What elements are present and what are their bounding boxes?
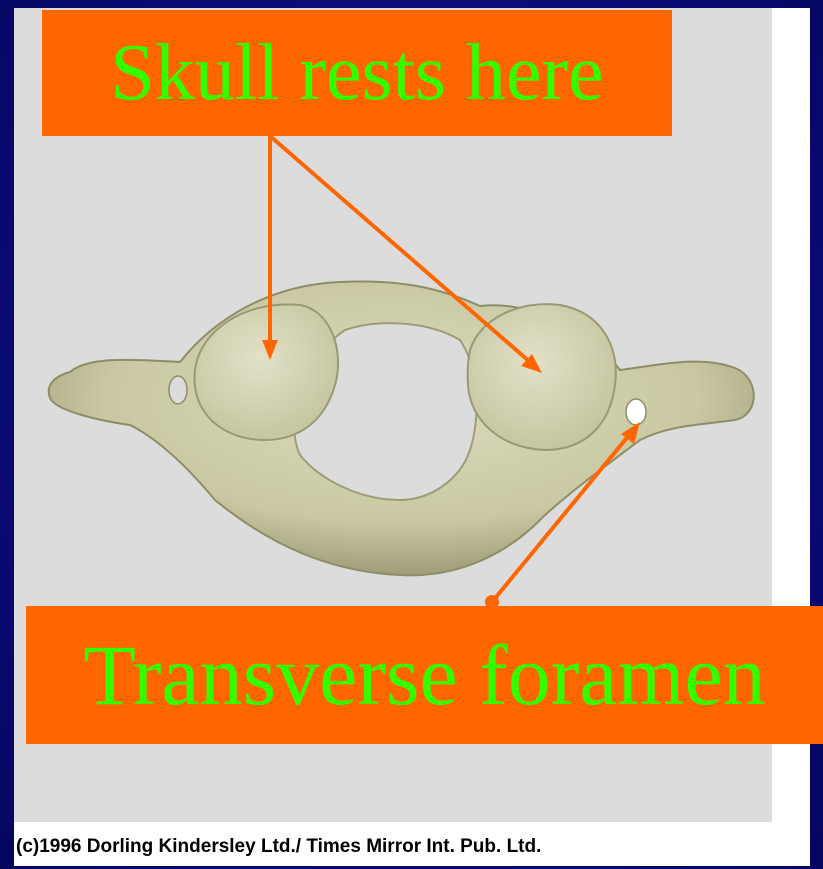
right-transverse-foramen [626,399,646,425]
label-skull-rests-here: Skull rests here [42,10,672,136]
left-transverse-foramen [169,376,187,404]
copyright-credit: (c)1996 Dorling Kindersley Ltd./ Times M… [14,832,810,862]
left-articular-facet [195,304,339,440]
label-transverse-foramen: Transverse foramen [26,606,823,744]
